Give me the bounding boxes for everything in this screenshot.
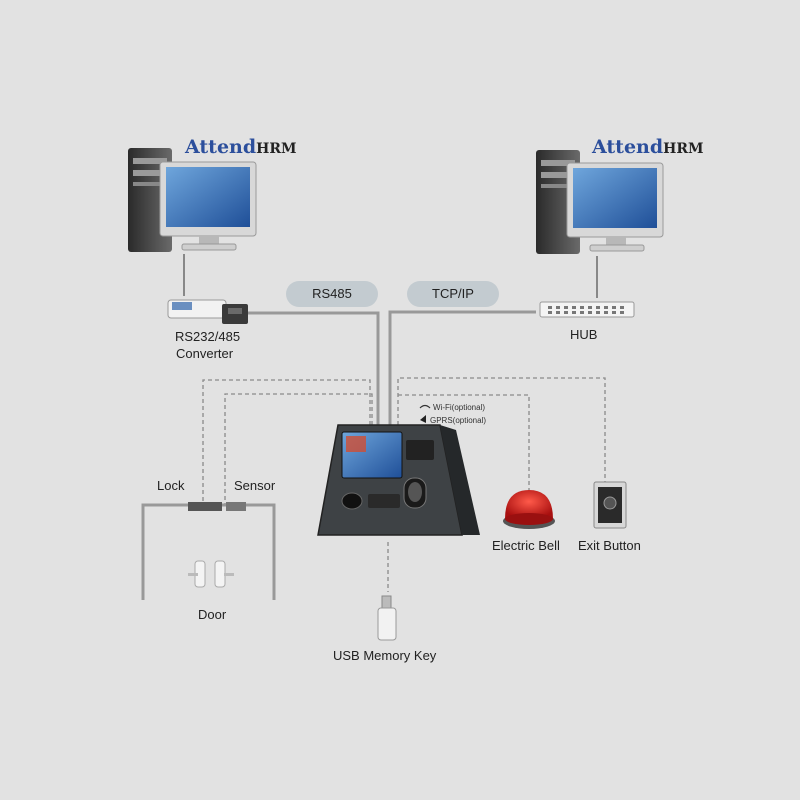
electric-bell-icon [503,490,555,529]
wifi-icon [419,404,431,409]
wifi-label: Wi-Fi(optional) [433,403,486,412]
converter-label-line1: RS232/485 [175,329,241,344]
terminal-device-icon [317,424,480,536]
hub-icon [539,301,635,318]
right-brand-suffix: HRM [663,141,704,157]
left-brand-main: Attend [185,136,257,158]
left-brand-suffix: HRM [256,141,297,157]
right-computer-icon [536,150,664,254]
gprs-antenna-icon [420,415,426,423]
door-icon [141,502,276,600]
converter-icon [167,299,248,324]
gprs-label: GPRS(optional) [430,416,487,425]
usb-label: USB Memory Key [333,648,437,663]
dashed-connections [202,377,606,592]
door-label: Door [198,607,227,622]
right-brand-main: Attend [592,136,664,158]
tcpip-pill: TCP/IP [407,281,499,307]
sensor-label: Sensor [234,478,276,493]
left-computer-icon [128,148,257,252]
electric-bell-label: Electric Bell [492,538,560,553]
converter-label-line2: Converter [176,346,234,361]
left-brand-label: AttendHRM [185,136,297,158]
hub-label: HUB [570,327,598,342]
usb-key-icon [377,595,397,641]
exit-button-label: Exit Button [578,538,641,553]
rs485-pill: RS485 [286,281,378,307]
solid-connections [248,310,536,425]
right-brand-label: AttendHRM [592,136,704,158]
lock-label: Lock [157,478,185,493]
exit-button-icon [593,481,627,529]
